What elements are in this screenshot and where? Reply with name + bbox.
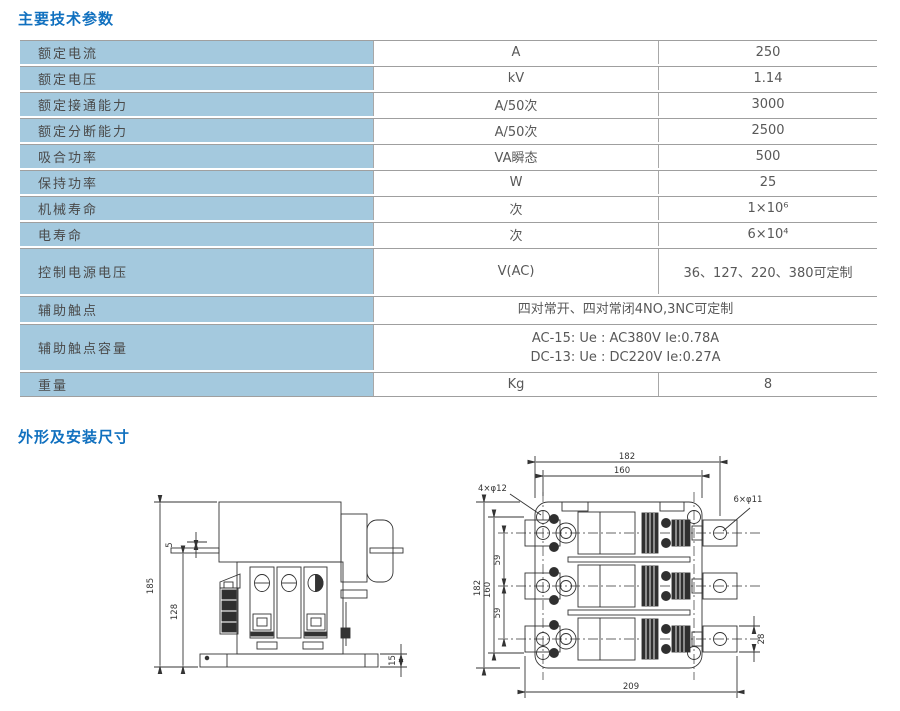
- param-label: 辅助触点: [20, 297, 373, 322]
- param-label: 额定电流: [20, 41, 373, 64]
- table-row: 机械寿命 次 1×10⁶: [20, 196, 877, 220]
- table-row: 额定电流 A 250: [20, 40, 877, 64]
- front-view-drawing: 182 160 4×φ12 6×φ11 182 160 59 59 209 28: [473, 452, 767, 698]
- param-value-merged: AC-15: Ue : AC380V Ie:0.78A DC-13: Ue : …: [373, 325, 877, 370]
- param-value: 36、127、220、380可定制: [658, 249, 877, 294]
- param-label: 重量: [20, 373, 373, 396]
- param-label: 辅助触点容量: [20, 325, 373, 370]
- param-label: 额定电压: [20, 67, 373, 90]
- table-row: 控制电源电压 V(AC) 36、127、220、380可定制: [20, 248, 877, 294]
- side-view-drawing: 185 128 5 15: [146, 495, 407, 677]
- param-label: 机械寿命: [20, 197, 373, 220]
- param-value: 8: [658, 373, 877, 396]
- section-title-specs: 主要技术参数: [18, 10, 115, 28]
- param-value-merged: 四对常开、四对常闭4NO,3NC可定制: [373, 297, 877, 322]
- table-row: 额定分断能力 A/50次 2500: [20, 118, 877, 142]
- dim-corner-holes-label: 4×φ12: [478, 484, 507, 494]
- param-unit: 次: [373, 197, 658, 220]
- aux-capacity-line-dc: DC-13: Ue : DC220V Ie:0.27A: [530, 349, 721, 365]
- table-row: 保持功率 W 25: [20, 170, 877, 194]
- dim-side-holes-label: 6×φ11: [734, 495, 763, 505]
- table-row: 吸合功率 VA瞬态 500: [20, 144, 877, 168]
- param-value: 6×10⁴: [658, 223, 877, 246]
- param-label: 额定分断能力: [20, 119, 373, 142]
- param-unit: A/50次: [373, 93, 658, 116]
- section-title-dimensions: 外形及安装尺寸: [18, 428, 131, 446]
- param-value: 2500: [658, 119, 877, 142]
- param-unit: A/50次: [373, 119, 658, 142]
- dim-total-height-label: 185: [146, 578, 156, 594]
- param-unit: A: [373, 41, 658, 64]
- front-view-geometry: [476, 456, 760, 698]
- table-row: 额定接通能力 A/50次 3000: [20, 92, 877, 116]
- param-unit: Kg: [373, 373, 658, 396]
- param-unit: kV: [373, 67, 658, 90]
- side-view-geometry: [154, 495, 407, 677]
- table-row: 额定电压 kV 1.14: [20, 66, 877, 90]
- param-value: 1.14: [658, 67, 877, 90]
- table-row: 重量 Kg 8: [20, 372, 877, 397]
- table-row: 电寿命 次 6×10⁴: [20, 222, 877, 246]
- dim-inner-height-label: 128: [170, 604, 180, 620]
- param-value: 1×10⁶: [658, 197, 877, 220]
- param-label: 保持功率: [20, 171, 373, 194]
- dim-width-outer-label: 182: [619, 452, 635, 462]
- param-unit: VA瞬态: [373, 145, 658, 168]
- param-label: 吸合功率: [20, 145, 373, 168]
- param-unit: 次: [373, 223, 658, 246]
- dim-width-inner-label: 160: [614, 466, 630, 476]
- dim-pole-pitch-upper-label: 59: [493, 555, 503, 566]
- dim-height-inner-label: 160: [483, 582, 493, 598]
- dim-pole-pitch-lower-label: 59: [493, 608, 503, 619]
- table-row: 辅助触点容量 AC-15: Ue : AC380V Ie:0.78A DC-13…: [20, 324, 877, 370]
- dim-base-height-label: 15: [388, 655, 398, 666]
- specs-table: 额定电流 A 250 额定电压 kV 1.14 额定接通能力 A/50次 300…: [20, 40, 877, 397]
- dim-height-outer-label: 182: [473, 580, 483, 596]
- param-unit: W: [373, 171, 658, 194]
- param-value: 250: [658, 41, 877, 64]
- param-value: 3000: [658, 93, 877, 116]
- param-label: 额定接通能力: [20, 93, 373, 116]
- aux-capacity-line-ac: AC-15: Ue : AC380V Ie:0.78A: [531, 330, 720, 346]
- dim-width-bottom-label: 209: [623, 682, 639, 692]
- table-row: 辅助触点 四对常开、四对常闭4NO,3NC可定制: [20, 296, 877, 322]
- param-label: 控制电源电压: [20, 249, 373, 294]
- dim-shaft-offset-label: 5: [165, 542, 175, 547]
- param-value: 500: [658, 145, 877, 168]
- param-label: 电寿命: [20, 223, 373, 246]
- dim-tab-height-label: 28: [757, 634, 767, 645]
- param-unit: V(AC): [373, 249, 658, 294]
- param-value: 25: [658, 171, 877, 194]
